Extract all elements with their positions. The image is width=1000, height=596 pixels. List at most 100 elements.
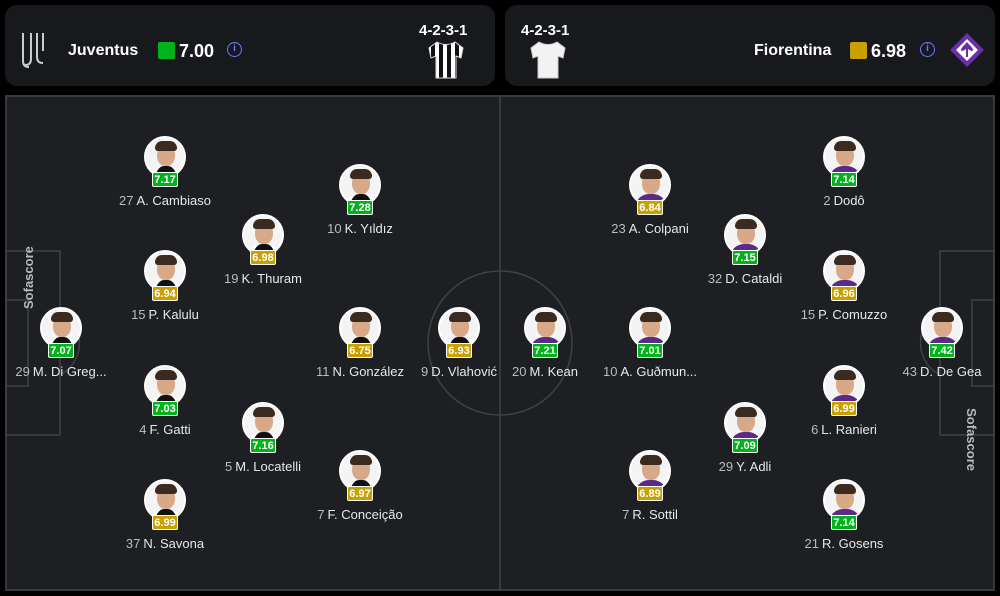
player-rating-badge: 7.21 <box>532 343 558 358</box>
player-avatar[interactable] <box>823 250 865 292</box>
player-rating-badge: 6.93 <box>446 343 472 358</box>
player-rating-badge: 7.09 <box>732 438 758 453</box>
player-name: M. Locatelli <box>235 459 301 474</box>
player-avatar[interactable] <box>823 136 865 178</box>
player-name: D. Cataldi <box>725 271 783 286</box>
home-team-rating: 7.00 <box>179 41 215 61</box>
player-avatar[interactable] <box>242 214 284 256</box>
away-rating-indicator <box>850 42 867 59</box>
player-rating-badge: 6.75 <box>347 343 373 358</box>
player-avatar[interactable] <box>629 307 671 349</box>
player-shirt-number: 7 <box>317 507 325 522</box>
home-team-card[interactable]: Juventus 7.00 i 4-2-3-1 <box>5 5 495 86</box>
player-avatar[interactable] <box>629 164 671 206</box>
player-avatar[interactable] <box>921 307 963 349</box>
info-icon[interactable]: i <box>920 42 935 57</box>
home-team-name[interactable]: Juventus <box>68 42 139 59</box>
player-avatar[interactable] <box>823 479 865 521</box>
player-name: P. Comuzzo <box>818 307 888 322</box>
player-shirt-number: 29 <box>15 364 30 379</box>
player-name: R. Gosens <box>822 536 884 551</box>
player-avatar[interactable] <box>339 307 381 349</box>
juventus-crest-icon <box>22 33 44 68</box>
player-shirt-number: 21 <box>804 536 820 551</box>
player-avatar[interactable] <box>524 307 566 349</box>
player-avatar[interactable] <box>823 365 865 407</box>
player-avatar[interactable] <box>724 214 766 256</box>
away-team-rating: 6.98 <box>871 41 907 61</box>
player-avatar[interactable] <box>144 365 186 407</box>
player-shirt-number: 9 <box>421 364 429 379</box>
player-name: R. Sottil <box>632 507 678 522</box>
player-avatar[interactable] <box>339 450 381 492</box>
player-name: M. Kean <box>529 364 578 379</box>
player-name: L. Ranieri <box>821 422 877 437</box>
player-shirt-number: 4 <box>139 422 147 437</box>
player-rating-badge: 7.07 <box>48 343 74 358</box>
away-team-card[interactable]: 4-2-3-1 Fiorentina 6.98 i <box>505 5 995 86</box>
player-rating-badge: 7.03 <box>152 401 178 416</box>
player-avatar[interactable] <box>242 402 284 444</box>
player-shirt-number: 19 <box>224 271 239 286</box>
player-name: F. Gatti <box>149 422 191 437</box>
player-avatar[interactable] <box>438 307 480 349</box>
player-name: N. González <box>332 364 405 379</box>
player-avatar[interactable] <box>144 479 186 521</box>
player-name: M. Di Greg... <box>32 364 107 379</box>
player-shirt-number: 15 <box>131 307 146 322</box>
player-avatar[interactable] <box>144 250 186 292</box>
player-rating-badge: 7.42 <box>929 343 955 358</box>
away-team-name[interactable]: Fiorentina <box>754 42 832 59</box>
info-icon[interactable]: i <box>227 42 242 57</box>
player-avatar[interactable] <box>724 402 766 444</box>
player-rating-badge: 7.14 <box>831 172 857 187</box>
player-shirt-number: 32 <box>707 271 723 286</box>
player-shirt-number: 23 <box>611 221 626 236</box>
player-avatar[interactable] <box>40 307 82 349</box>
